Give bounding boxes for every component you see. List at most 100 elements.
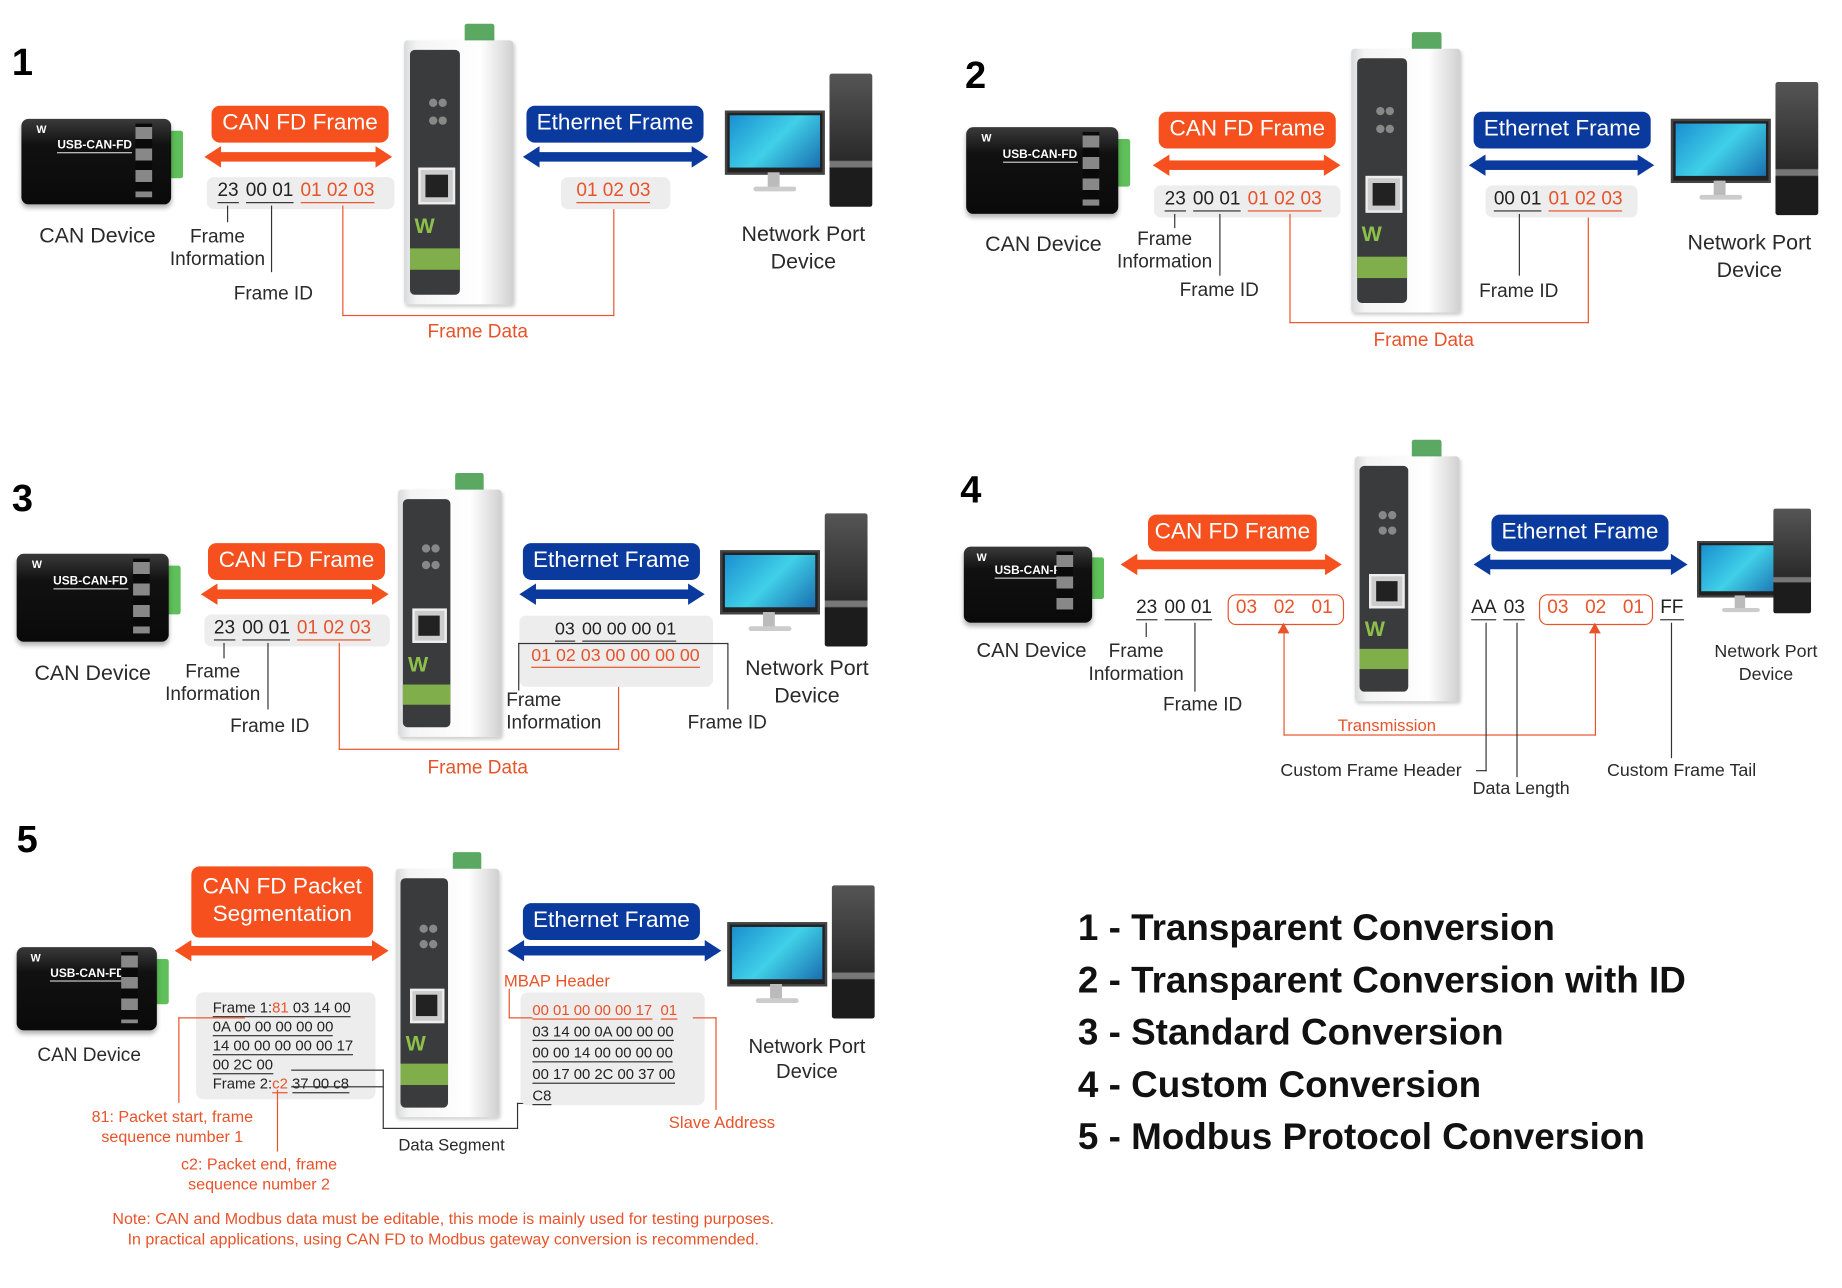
- leader-line: [1174, 213, 1176, 229]
- segment-bytes: 0A 00 00 00 00 00: [212, 1018, 334, 1037]
- monitor-base: [753, 186, 797, 192]
- leader-line: [1219, 213, 1221, 276]
- can-device-label: CAN Device: [985, 231, 1102, 256]
- diagram-number: 2: [964, 53, 987, 97]
- segment-bytes: 03 14 00: [292, 999, 351, 1017]
- can-device-label: CAN Device: [39, 223, 156, 248]
- leader-line: [1518, 213, 1520, 276]
- packet-marker: 81: [272, 999, 289, 1017]
- pc-tower-icon: [829, 73, 873, 207]
- can-device-label: CAN Device: [34, 660, 151, 685]
- brand-logo: W: [36, 123, 47, 136]
- bidirectional-arrow-icon: [1468, 154, 1655, 176]
- frame-id-bytes: 00 00 00 01: [581, 619, 676, 642]
- can-fd-frame-badge: CAN FD Frame: [207, 543, 386, 580]
- frame-data-bytes: 01 02 03: [576, 180, 651, 204]
- network-port-device-label: Network Port Device: [745, 655, 869, 707]
- data-segment-bracket: [291, 1086, 384, 1088]
- legend-item-4: 4 - Custom Conversion: [1077, 1063, 1482, 1106]
- leader-line: [1670, 622, 1673, 759]
- payload-byte: 02: [1273, 597, 1295, 618]
- front-panel: W: [403, 499, 451, 728]
- annotation-line: [508, 1017, 533, 1019]
- bidirectional-arrow-icon: [507, 940, 722, 962]
- gateway-image: W: [1351, 32, 1461, 313]
- gateway-image: W: [395, 852, 500, 1118]
- transmission-bracket: [1283, 632, 1285, 736]
- brand-logo: W: [1361, 222, 1382, 247]
- can-fd-frame-badge: CAN FD Frame: [211, 105, 389, 143]
- diagram-number: 5: [16, 817, 38, 861]
- transmission-label: Transmission: [1337, 715, 1437, 735]
- packet-start-note: 81: Packet start, frame sequence number …: [91, 1107, 254, 1146]
- leader-line: [1475, 770, 1487, 772]
- segment-bytes: 14 00 00 00 00 00 17: [212, 1037, 354, 1056]
- led-icon: [421, 544, 430, 554]
- led-icon: [1385, 124, 1395, 133]
- transmission-bracket: [1594, 632, 1597, 736]
- frame-info-byte: 23: [213, 617, 236, 641]
- ethernet-frame-header: 03 00 00 00 01: [554, 619, 683, 642]
- can-fd-frame-badge: CAN FD Frame: [1158, 111, 1336, 149]
- monitor-base: [748, 626, 792, 632]
- frame-info-byte: 03: [554, 619, 575, 642]
- network-port-device-image: [1670, 81, 1820, 216]
- rj45-port-icon: [1365, 175, 1403, 213]
- frame-id-label: Frame ID: [233, 284, 313, 305]
- port-labels: [1056, 551, 1074, 616]
- bidirectional-arrow-icon: [1473, 553, 1688, 576]
- frame-data-bytes: 01 02 03: [1549, 188, 1623, 212]
- led-icon: [1387, 511, 1397, 520]
- frame-id-bytes: 00 01: [1192, 188, 1241, 212]
- packet-marker: c2: [272, 1075, 288, 1094]
- network-port-device-image: [720, 513, 869, 647]
- frame-id-bytes: 00 01: [1493, 188, 1542, 212]
- frame-info-byte: 23: [1164, 188, 1186, 212]
- data-segment-bracket: [291, 1069, 384, 1071]
- annotation-line: [178, 1017, 180, 1103]
- led-icon: [438, 98, 447, 108]
- led-icon: [428, 924, 437, 933]
- legend-item-1: 1 - Transparent Conversion: [1077, 906, 1555, 949]
- diagram-number: 1: [11, 40, 34, 84]
- model-label: USB-CAN-FD: [994, 564, 1070, 580]
- frame-data-bracket: [338, 642, 340, 750]
- led-icon: [430, 544, 440, 554]
- frame-data-bytes: 01 02 03 00 00 00 00: [531, 645, 700, 668]
- diagram-number: 4: [960, 468, 982, 512]
- port-labels: [121, 952, 138, 1023]
- frame-data-bracket: [342, 314, 615, 317]
- led-icon: [1385, 107, 1395, 116]
- ethernet-frame-data: 01 02 03: [576, 180, 657, 204]
- network-port-device-image: [724, 73, 874, 207]
- frame-information-label: Frame Information: [1117, 229, 1213, 273]
- terminal-block-icon: [166, 566, 181, 615]
- brand-logo: W: [408, 651, 429, 676]
- ethernet-frame-badge: Ethernet Frame: [522, 903, 700, 941]
- ethernet-frame-data: 00 01 01 02 03: [1493, 188, 1630, 212]
- leader-line: [270, 205, 273, 273]
- rj45-port-icon: [409, 988, 445, 1023]
- led-icon: [1375, 124, 1385, 133]
- frame-data-bracket: [342, 205, 344, 317]
- frame-data-bracket: [617, 667, 620, 750]
- can-device-label: CAN Device: [37, 1045, 141, 1066]
- legend-item-5: 5 - Modbus Protocol Conversion: [1077, 1115, 1645, 1158]
- up-arrow-icon: [1277, 622, 1290, 634]
- frame-data-label: Frame Data: [427, 322, 528, 343]
- led-icon: [418, 924, 428, 933]
- segment-line: Frame 2:c2 37 00 c8: [213, 1074, 353, 1094]
- data-bytes: C8: [532, 1087, 552, 1106]
- can-data-box: [206, 177, 395, 210]
- terminal-block-icon: [1115, 139, 1131, 188]
- custom-frame-tail-byte: FF: [1660, 597, 1684, 621]
- screen: [729, 115, 820, 168]
- leader-line: [226, 205, 229, 223]
- led-icon: [1378, 511, 1387, 520]
- network-port-device-image: [1697, 508, 1812, 614]
- diagram-number: 3: [11, 476, 34, 520]
- network-port-device-label: Network Port Device: [748, 1035, 866, 1083]
- terminal-block-icon: [1089, 557, 1105, 600]
